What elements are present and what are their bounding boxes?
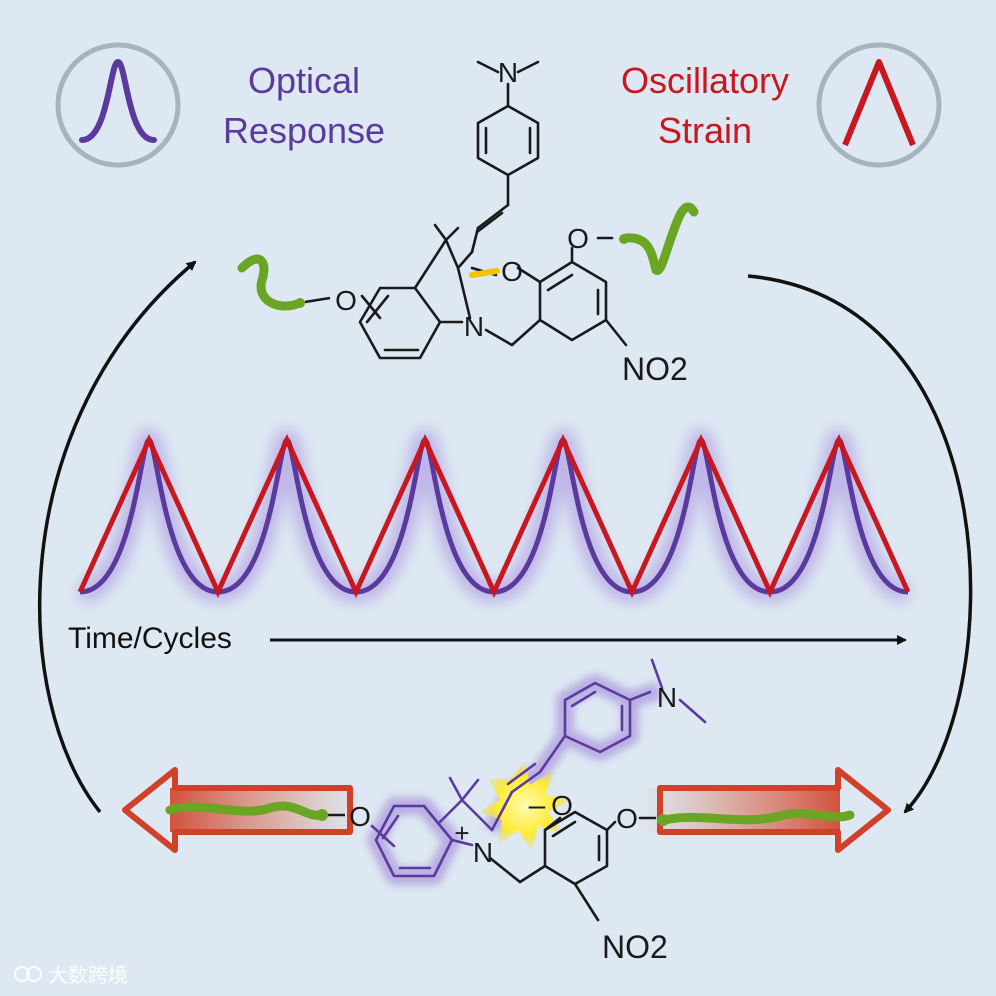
top-amine-n: N (498, 57, 518, 88)
top-ether-o-left: O (335, 285, 357, 316)
closed-form-molecule (358, 60, 628, 360)
bottom-ether-o-right: O (616, 803, 638, 834)
optical-title-line1: Optical (248, 60, 360, 101)
strain-triangle-icon (842, 59, 916, 147)
top-indoline-n: N (464, 311, 484, 342)
bottom-ether-o-left: O (349, 801, 371, 832)
strain-legend-badge (816, 42, 942, 168)
top-nitro-sub: 2 (670, 351, 688, 387)
waveform-chart (77, 428, 911, 604)
bottom-nitrogen: N (473, 837, 493, 868)
top-nitro: NO2 (622, 351, 688, 387)
bottom-amine-n: N (657, 682, 677, 713)
bottom-charge-minus: – (529, 789, 546, 822)
top-nitro-main: NO (622, 351, 670, 387)
force-arrow-right (640, 767, 891, 853)
bottom-nitro-sub: 2 (650, 929, 668, 965)
bottom-nitro: NO2 (602, 929, 668, 965)
breaking-bond-highlight (469, 268, 500, 278)
top-polymer-right (621, 202, 699, 275)
bottom-nitro-main: NO (602, 929, 650, 965)
optical-title-line2: Response (223, 110, 385, 151)
bottom-phenoxide-o: O (551, 790, 573, 821)
bottom-charge-plus: + (454, 818, 469, 848)
optical-response-series (79, 437, 909, 595)
watermark-text: 大数跨境 (48, 964, 128, 987)
top-polymer-left (237, 254, 305, 311)
open-form-molecule (370, 658, 707, 922)
watermark: 大数跨境 (14, 964, 128, 987)
cycle-arrow-left (37, 260, 197, 814)
oscillatory-strain-series (77, 433, 911, 599)
bottom-polymer-left (165, 801, 327, 820)
strain-title-line2: Strain (658, 110, 752, 151)
optical-peak-icon (79, 58, 157, 143)
optical-legend-badge (55, 42, 181, 168)
optical-response-glow (78, 428, 910, 604)
cycle-arrow-right (747, 274, 973, 814)
top-ring-o: O (501, 256, 523, 287)
top-ether-o-right: O (567, 223, 589, 254)
time-axis-label: Time/Cycles (68, 622, 232, 655)
strain-title-line1: Oscillatory (621, 60, 789, 101)
bottom-polymer-right (660, 808, 855, 825)
